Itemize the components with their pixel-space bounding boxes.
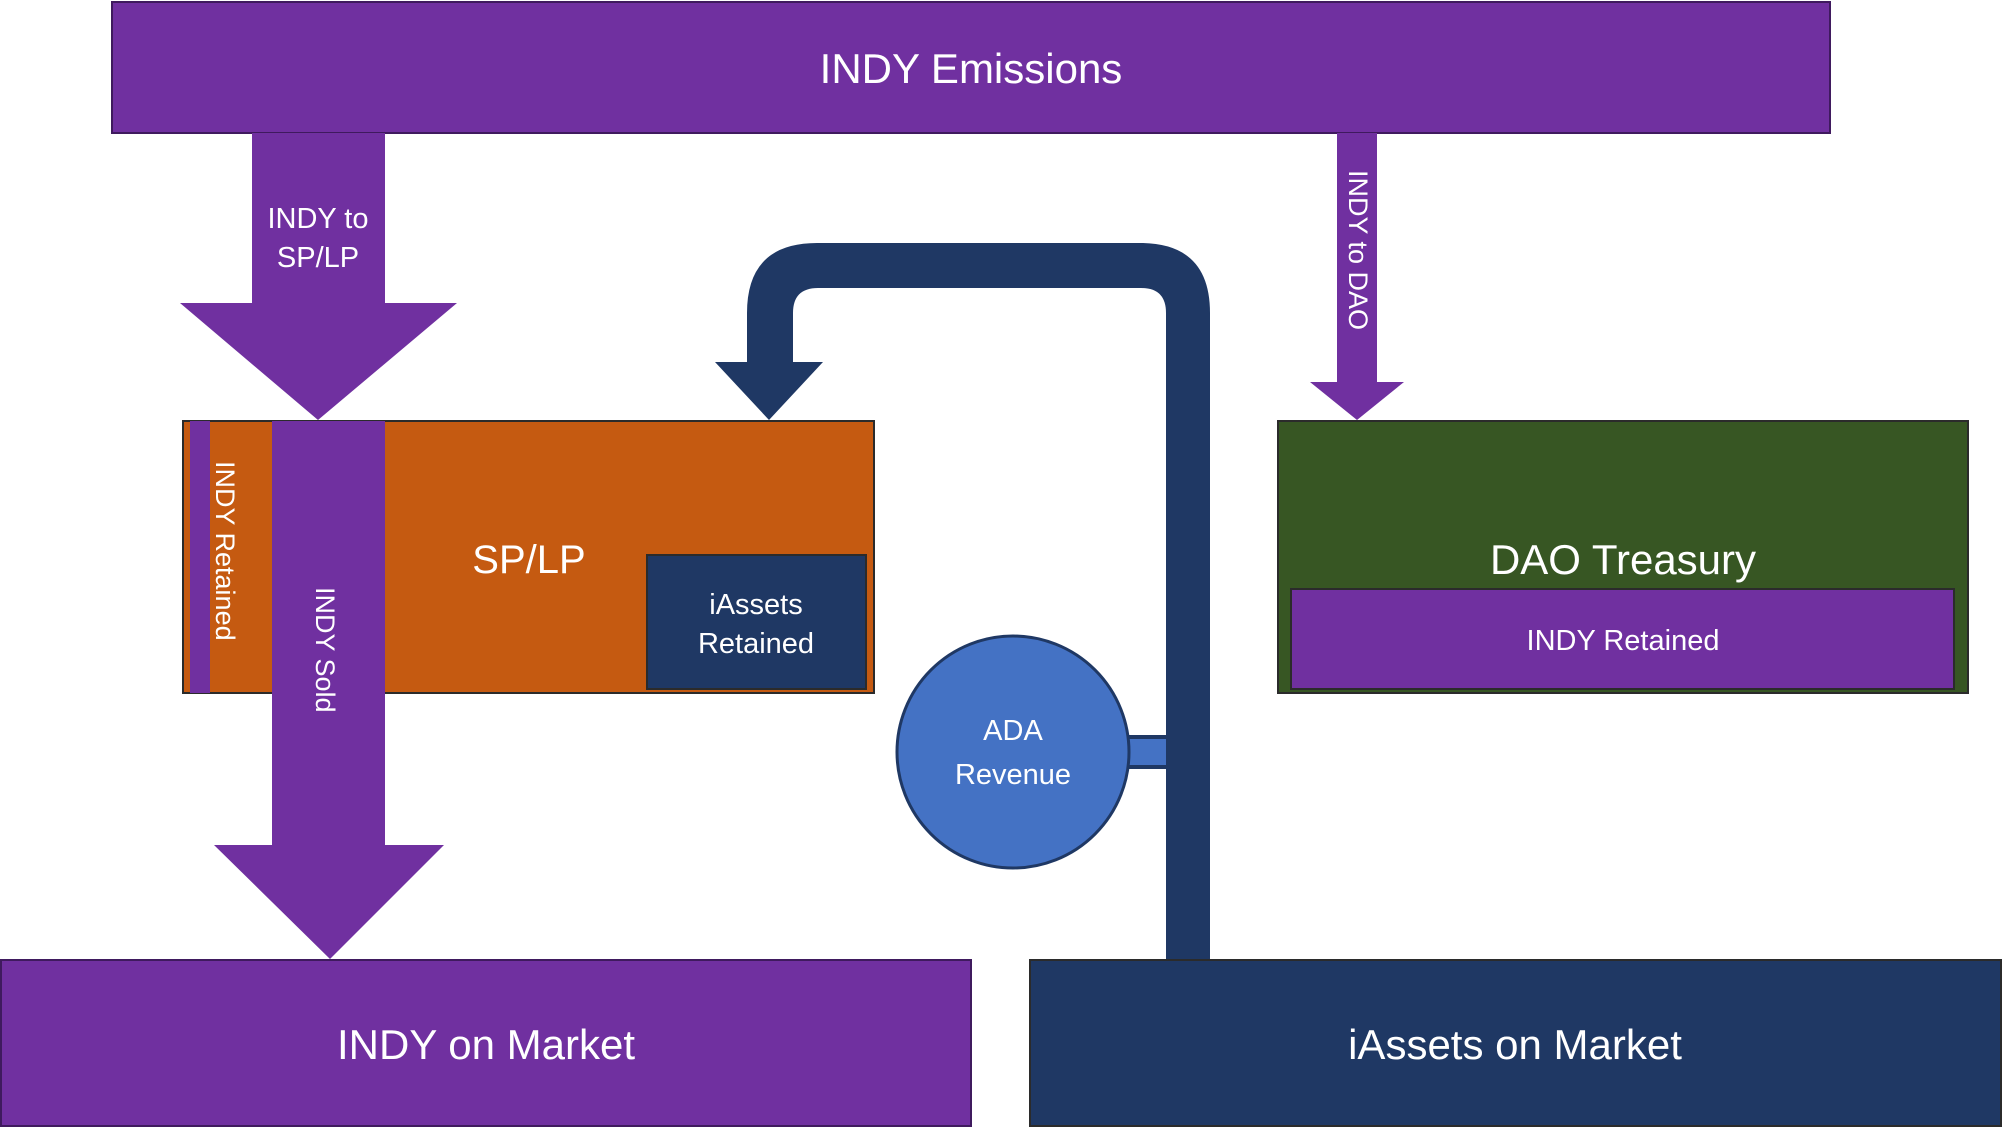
indy-on-market-box [0, 959, 972, 1127]
indy-to-splp-arrow [180, 133, 457, 420]
splp-indy-retained-label: INDY Retained [210, 461, 240, 641]
iassets-on-market-label: iAssets on Market [1348, 1021, 1682, 1068]
ada-revenue-circle [895, 634, 1131, 870]
iassets-flow-arrow [715, 243, 1210, 960]
iassets-retained-box [646, 554, 867, 690]
indy-emissions-label: INDY Emissions [820, 45, 1123, 92]
indy-on-market-label: INDY on Market [337, 1021, 635, 1068]
splp-indy-retained-strip [190, 421, 210, 693]
splp-label: SP/LP [472, 538, 585, 582]
iassets-retained-label-line1: iAssets [709, 589, 802, 621]
indy-emissions-box [111, 1, 1831, 134]
dao-treasury-label: DAO Treasury [1490, 536, 1756, 583]
indy-sold-arrow [214, 421, 444, 959]
iassets-on-market-box [1029, 959, 2002, 1127]
dao-indy-retained-label: INDY Retained [1527, 625, 1720, 657]
indy-to-splp-label-line2: SP/LP [277, 242, 359, 274]
dao-indy-retained-box [1290, 588, 1955, 690]
indy-to-splp-label-line1: INDY to [267, 203, 368, 235]
indy-sold-label: INDY Sold [310, 587, 340, 713]
iassets-retained-label-line2: Retained [698, 628, 814, 660]
ada-revenue-label-line2: Revenue [955, 759, 1071, 791]
ada-revenue-label-line1: ADA [983, 715, 1043, 747]
indy-to-dao-arrow [1310, 133, 1404, 420]
indy-to-dao-label: INDY to DAO [1343, 170, 1373, 330]
ada-revenue-connector-fill [1124, 739, 1166, 765]
